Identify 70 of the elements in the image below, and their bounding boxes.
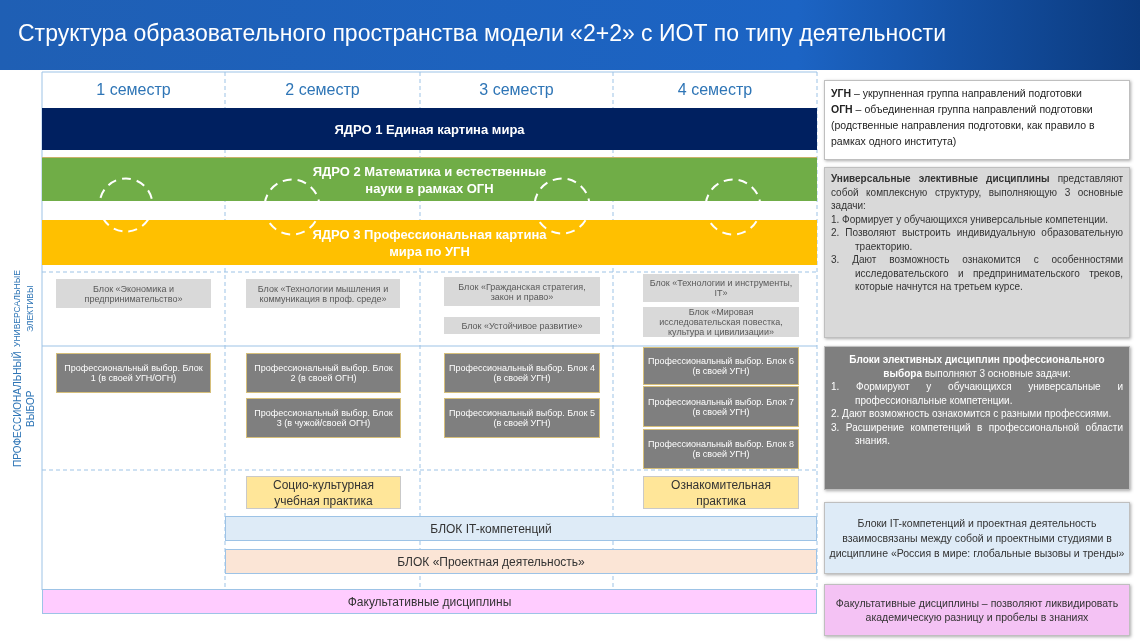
elective-block (246, 279, 400, 308)
elective-block (643, 386, 799, 427)
box-label: Факультативные дисциплины – позволяют ликвидировать академическую разницу и пробелы в знаниях (834, 596, 1120, 624)
row-heading: ПРОФЕССИОНАЛЬНЫЙ ВЫБОР (10, 350, 37, 468)
box-label: Профессиональный выбор. Блок 3 (в чужой/своей ОГН) (253, 408, 394, 428)
note-text: УГН – укрупненная группа направлений подготовки (831, 86, 1083, 101)
column-heading: 1 семестр (95, 80, 172, 100)
column-heading: 4 семестр (676, 80, 754, 100)
box-label: БЛОК IT-компетенций (430, 521, 552, 536)
elective-block (246, 398, 401, 438)
box-label: ЯДРО 2 Математика и естественные науки в рамках ОГН (311, 162, 548, 197)
list-item: 2. Дают возможность ознакомится с разными профессиями. (831, 407, 1113, 421)
note-text: Универсальные элективные дисциплины представляют собой комплексную структуру, выполняющую 3 основные задачи: (831, 172, 1123, 213)
box-label: ЯДРО 1 Единая картина мира (334, 120, 525, 138)
note-card (824, 80, 1130, 160)
slide-title: Структура образовательного пространства модели «2+2» с ИОТ по типу деятельности (18, 20, 946, 47)
elective-block (56, 279, 211, 308)
note-card (824, 584, 1130, 636)
box-label: Профессиональный выбор. Блок 7 (в своей УГН) (648, 396, 794, 417)
elective-block (643, 347, 799, 385)
list-item: 2. Позволяют выстроить индивидуальную образовательную траекторию. (831, 226, 1123, 253)
elective-block (643, 307, 799, 337)
elective-block (643, 274, 799, 302)
box-label: Блок «Технологии мышления и коммуникация в проф. среде» (256, 283, 390, 304)
box-label: Факультативные дисциплины (347, 594, 512, 609)
elective-block (444, 398, 600, 438)
practice-box (246, 476, 401, 509)
practice-box (643, 476, 799, 509)
elective-block (444, 317, 600, 334)
box-label: Блок «Технологии и инструменты, IT» (649, 278, 793, 298)
box-label: Социо-культурная учебная практика (272, 476, 375, 509)
elective-block (56, 353, 211, 393)
note-text: (родственные направления подготовки, как правило в рамках одного института) (831, 118, 1096, 149)
column-heading: 3 семестр (478, 80, 555, 100)
note-text: ОГН – объединенная группа направлений подготовки (831, 102, 1094, 117)
note-text: Блоки элективных дисциплин профессионального выбора выполняют 3 основные задачи: (848, 353, 1106, 380)
list-item: 1. Формирует у обучающихся универсальные компетенции. (831, 212, 1110, 226)
elective-block (444, 353, 600, 393)
box-label: БЛОК «Проектная деятельность» (397, 554, 585, 569)
list-item: 1. Формируют у обучающихся универсальные и профессиональные компетенции. (831, 380, 1123, 407)
box-label: Блок «Мировая исследовательская повестка, культура и цивилизации» (658, 307, 784, 337)
module-band (225, 549, 817, 574)
box-label: Блок «Устойчивое развитие» (461, 320, 583, 331)
core-band (42, 108, 817, 150)
elective-block (444, 277, 600, 306)
box-label: Блок «Экономика и предпринимательство» (83, 283, 184, 304)
box-label: Профессиональный выбор. Блок 2 (в своей ОГН) (253, 363, 394, 383)
box-label: Профессиональный выбор. Блок 4 (в своей УГН) (449, 363, 595, 383)
box-label: Профессиональный выбор. Блок 6 (в своей УГН) (648, 356, 794, 376)
box-label: Блок «Гражданская стратегия, закон и право» (457, 281, 587, 302)
box-label: Профессиональный выбор. Блок 1 (в своей УГН/ОГН) (63, 363, 204, 383)
note-card (824, 502, 1130, 574)
module-band (225, 516, 817, 541)
list-item: 3. Расширение компетенций в профессиональной области знания. (831, 420, 1123, 448)
box-label: ЯДРО 3 Профессиональная картина мира по УГН (311, 225, 548, 260)
column-heading: 2 семестр (284, 80, 361, 100)
elective-block (643, 429, 799, 469)
module-band (42, 589, 817, 614)
list-item: 3. Дают возможность ознакомится с особенностями исследовательского и предпринимательского треков, которые начнутся на третьем курсе. (831, 253, 1123, 294)
note-card (824, 167, 1130, 338)
elective-block (246, 353, 401, 393)
core-band (42, 157, 817, 201)
note-card (824, 346, 1130, 490)
dashed-circle (704, 178, 762, 236)
core-band (42, 220, 817, 265)
box-label: Ознакомительная практика (670, 476, 772, 509)
box-label: Профессиональный выбор. Блок 5 (в своей УГН) (449, 408, 595, 428)
dashed-circle (98, 177, 154, 233)
box-label: Блоки IT-компетенций и проектная деятельность взаимосвязаны между собой и проектными студиями в дисциплине «Россия в мире: глобальные вызовы и тренды» (828, 515, 1126, 561)
box-label: Профессиональный выбор. Блок 8 (в своей УГН) (648, 439, 794, 459)
